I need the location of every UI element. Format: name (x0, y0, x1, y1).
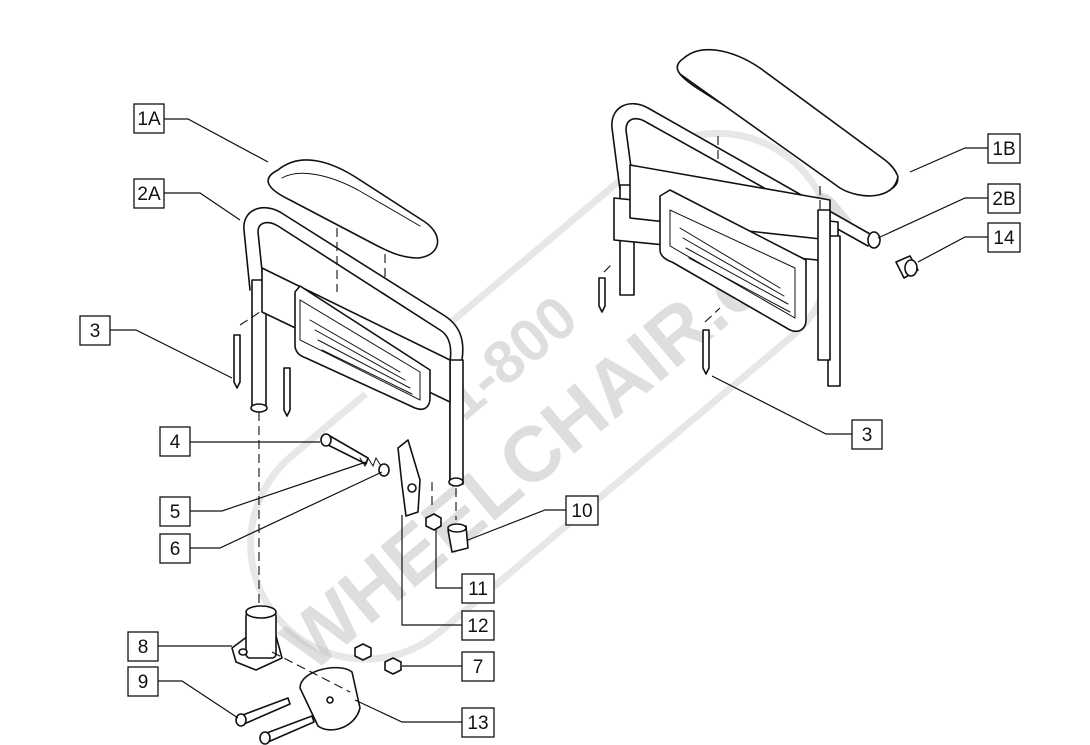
washer-6 (378, 463, 390, 477)
callout-8-label: 8 (138, 637, 149, 658)
callout-10-label: 10 (571, 501, 592, 522)
spring-5 (359, 456, 382, 468)
callout-3-right: 3 (851, 419, 883, 450)
callout-1b-label: 1B (992, 139, 1015, 160)
callout-7: 7 (461, 651, 495, 682)
end-cap-14 (895, 255, 919, 279)
callout-2b: 2B (987, 183, 1021, 214)
callout-1a: 1A (133, 103, 165, 134)
callout-5-label: 5 (170, 502, 181, 523)
leader-lines (110, 118, 988, 723)
callout-2a: 2A (133, 178, 165, 209)
callout-11: 11 (461, 573, 495, 604)
arm-frame-2a (243, 206, 464, 487)
bolts-9 (235, 697, 315, 745)
screw-3-right (598, 277, 710, 375)
receiver-8 (231, 605, 283, 671)
screw-3-left (233, 334, 291, 417)
right-armrest-assembly (598, 48, 919, 387)
callout-3-left: 3 (79, 315, 111, 346)
callout-3-right-label: 3 (862, 425, 873, 446)
callout-13-label: 13 (467, 713, 488, 734)
callout-4-label: 4 (170, 432, 181, 453)
bracket-13 (299, 666, 361, 731)
callout-2a-label: 2A (137, 184, 161, 205)
callout-11-label: 11 (468, 579, 488, 600)
callout-1b: 1B (987, 133, 1021, 164)
callout-10: 10 (565, 495, 599, 526)
callout-12: 12 (461, 610, 495, 641)
callout-12-label: 12 (467, 616, 488, 637)
callout-6-label: 6 (170, 539, 181, 560)
left-armrest-assembly (231, 159, 469, 745)
callout-9-label: 9 (138, 672, 149, 693)
release-lever-12 (397, 439, 421, 517)
nut-11 (425, 513, 442, 531)
arm-frame-2b (611, 103, 881, 387)
callout-5: 5 (159, 496, 191, 527)
callout-1a-label: 1A (137, 109, 161, 130)
arm-pad-1b (676, 48, 899, 197)
callout-2b-label: 2B (992, 189, 1015, 210)
callout-6: 6 (159, 533, 191, 564)
callout-9: 9 (127, 666, 159, 697)
callout-14: 14 (987, 222, 1021, 253)
callout-8: 8 (127, 631, 159, 662)
sleeve-10 (447, 523, 469, 553)
arm-pad-1a (267, 159, 439, 259)
callout-13: 13 (461, 707, 495, 738)
nut-7b (384, 657, 402, 675)
callout-7-label: 7 (473, 657, 484, 678)
callout-4: 4 (159, 426, 191, 457)
callout-14-label: 14 (993, 228, 1015, 249)
nut-7a (354, 643, 372, 661)
callout-3-left-label: 3 (90, 321, 101, 342)
